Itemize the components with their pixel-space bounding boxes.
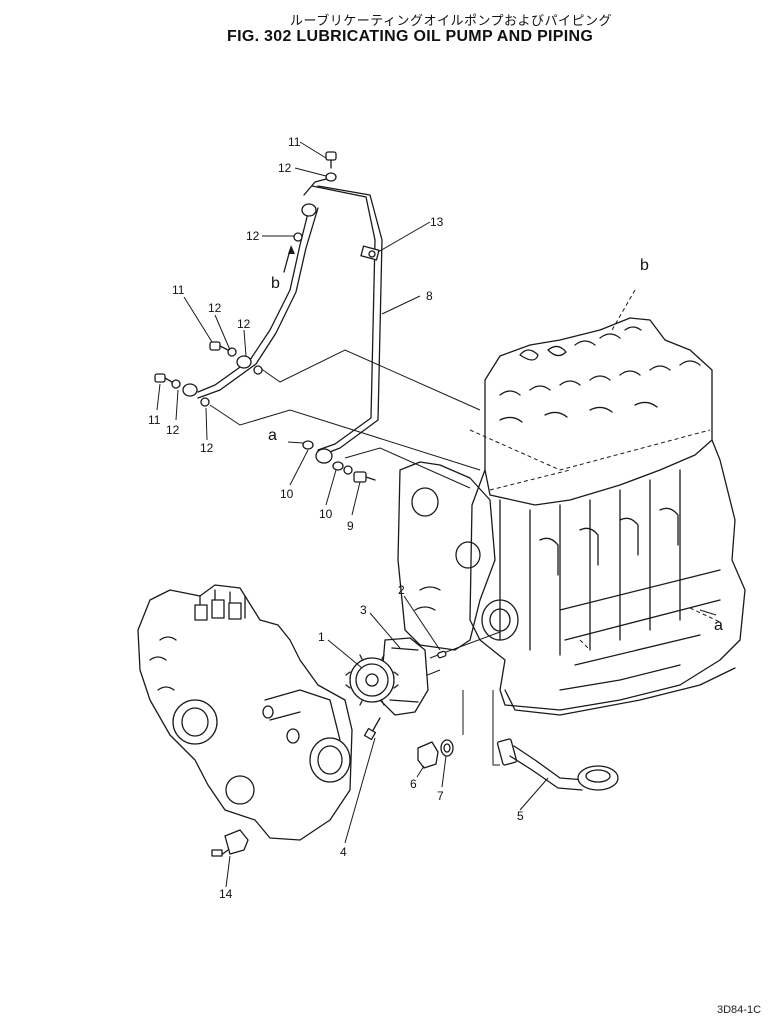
oil-strainer	[496, 738, 619, 791]
reference-letters: a a b b	[268, 257, 723, 634]
callout-11-left: 11	[172, 283, 185, 297]
callout-leaders	[156, 141, 717, 888]
callout-12-bottom-b: 12	[200, 441, 214, 455]
callout-12-bottom-a: 12	[166, 423, 180, 437]
oil-pressure-switch	[211, 829, 249, 857]
callout-11-top: 11	[288, 135, 301, 149]
callout-6: 6	[410, 777, 417, 791]
callout-11-bottom: 11	[148, 413, 161, 427]
ref-letter-a-left: a	[268, 427, 277, 444]
page-code: 3D84-1C	[717, 1004, 762, 1016]
engine-block	[397, 289, 746, 716]
assembly-reference-lines	[209, 349, 721, 766]
callout-13: 13	[430, 215, 444, 229]
title-japanese: ルーブリケーティングオイルポンプおよびパイピング	[290, 14, 613, 29]
callout-3: 3	[360, 603, 367, 617]
callout-12-mid: 12	[246, 229, 260, 243]
callout-10-left: 10	[280, 487, 294, 501]
ref-letter-b-head: b	[640, 257, 649, 274]
callout-2: 2	[398, 583, 405, 597]
callout-14: 14	[219, 887, 233, 901]
callout-5: 5	[517, 809, 524, 823]
ref-letter-a-right: a	[714, 617, 723, 634]
drain-plug-and-gasket	[417, 739, 454, 769]
callout-12-left-a: 12	[208, 301, 222, 315]
callout-1: 1	[318, 630, 325, 644]
ref-letter-b-pipe: b	[271, 275, 280, 292]
callout-12-left-b: 12	[237, 317, 251, 331]
oil-pipe	[197, 177, 383, 456]
callout-9: 9	[347, 519, 354, 533]
callout-10-right: 10	[319, 507, 333, 521]
callout-12-top: 12	[278, 161, 292, 175]
callout-numbers: 11 12 12 13 8 11 12 12 11 12 12 10 10 9 …	[148, 135, 524, 901]
figure-title: FIG. 302 LUBRICATING OIL PUMP AND PIPING	[227, 28, 594, 45]
gear-case-housing	[137, 584, 353, 841]
callout-7: 7	[437, 789, 444, 803]
banjo-bolts-and-washers	[154, 151, 376, 483]
callout-4: 4	[340, 845, 347, 859]
oil-pump	[345, 637, 447, 741]
callout-8: 8	[426, 289, 433, 303]
